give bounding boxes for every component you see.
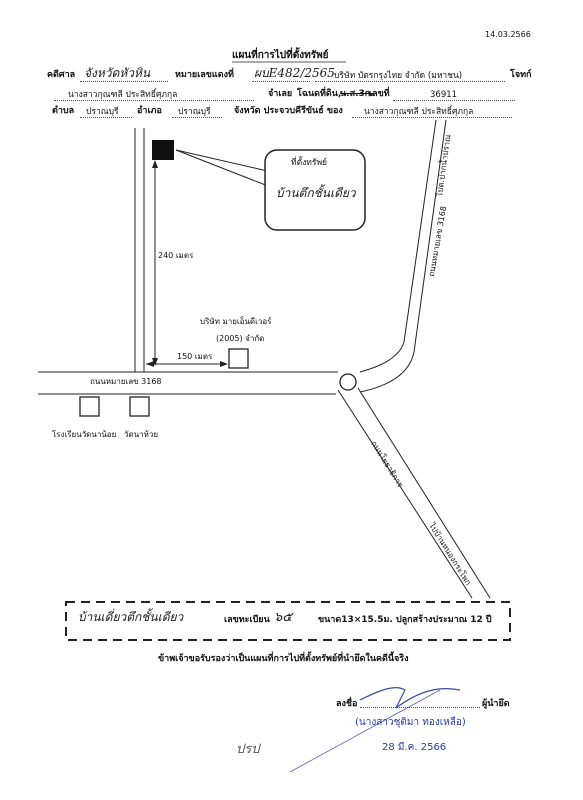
defendant-label: จำเลย — [268, 89, 293, 99]
case-number-value: ผบE482/2565 — [254, 66, 335, 80]
callout-pointer-a — [175, 149, 273, 173]
role-label: ผู้นำยึด — [482, 699, 510, 709]
school-label: โรงเรียนวัดนาน้อย — [52, 430, 117, 439]
temple-box — [129, 396, 150, 417]
document-date: 14.03.2566 — [485, 30, 531, 39]
subdistrict-value: ปราณบุรี — [86, 107, 119, 117]
name-stamp: (นางสาวชุติมา ทองเหลือ) — [355, 717, 466, 728]
diagonal-road-edge-a — [337, 389, 473, 599]
callout-label: ที่ตั้งทรัพย์ — [291, 158, 328, 168]
plaintiff-label: โจทก์ — [510, 70, 532, 80]
main-road-label: ถนนหมายเลข 3168 — [90, 377, 162, 386]
page-title: แผนที่การไปที่ตั้งทรัพย์ — [232, 50, 329, 61]
deed-strike: น.ส.3ก. — [340, 89, 374, 99]
property-marker — [152, 140, 174, 160]
company-box — [228, 348, 249, 369]
signature-sweep — [289, 689, 441, 773]
case-number-label: หมายเลขแดงที่ — [175, 70, 234, 80]
deed-number-label: เลขที่ — [369, 89, 390, 99]
roundabout — [339, 373, 357, 391]
distance-horizontal-label: 150 เมตร — [177, 352, 213, 361]
court-label: คดีศาล — [47, 70, 76, 80]
date-stamp: 28 มี.ค. 2566 — [382, 742, 447, 753]
property-size-age: ขนาด13×15.5ม. ปลูกสร้างประมาณ 12 ปี — [318, 615, 492, 625]
property-type: บ้านเดี่ยวตึกชั้นเดียว — [78, 610, 184, 624]
distance-vertical-label: 240 เมตร — [158, 251, 194, 260]
road-3168-left-edge — [359, 119, 437, 373]
plaintiff-name: บริษัท บัตรกรุงไทย จำกัด (มหาชน) — [334, 71, 463, 81]
road-3168-right-edge — [359, 119, 447, 393]
school-box — [79, 396, 100, 417]
callout-box — [264, 149, 366, 231]
registration-label: เลขทะเบียน — [224, 615, 270, 625]
callout-property-type: บ้านตึกชั้นเดียว — [276, 186, 356, 200]
signature-scribble — [359, 687, 461, 709]
district-value: ปราณบุรี — [178, 107, 211, 117]
subdistrict-label: ตำบล — [52, 106, 75, 116]
registration-number: ๖๕ — [274, 610, 293, 625]
district-label: อำเภอ — [137, 106, 162, 116]
owner-name: นางสาวกุณฑลี ประสิทธิ์ศุภกุล — [364, 107, 474, 117]
deed-label: โฉนดที่ดิน, — [297, 89, 342, 99]
company-name-line2: (2005) จำกัด — [216, 334, 265, 343]
defendant-name: นางสาวกุณฑลี ประสิทธิ์ศุภกุล — [68, 90, 178, 100]
temple-label: วัดนาห้วย — [124, 430, 159, 439]
property-detail-box — [65, 601, 511, 641]
deed-number: 36911 — [430, 90, 458, 100]
sign-label: ลงชื่อ — [336, 699, 358, 709]
handwritten-note: ปรป — [236, 742, 260, 757]
diagonal-road-edge-b — [357, 387, 491, 599]
province-label: จังหวัด ประจวบคีรีขันธ์ ของ — [234, 106, 343, 116]
certification-text: ข้าพเจ้าขอรับรองว่าเป็นแผนที่การไปที่ตั้… — [158, 654, 409, 664]
callout-pointer-b — [175, 149, 269, 187]
company-name-line1: บริษัท มายเอ็นดีเวอร์ — [200, 317, 272, 326]
court-value: จังหวัดหัวหิน — [84, 66, 151, 80]
